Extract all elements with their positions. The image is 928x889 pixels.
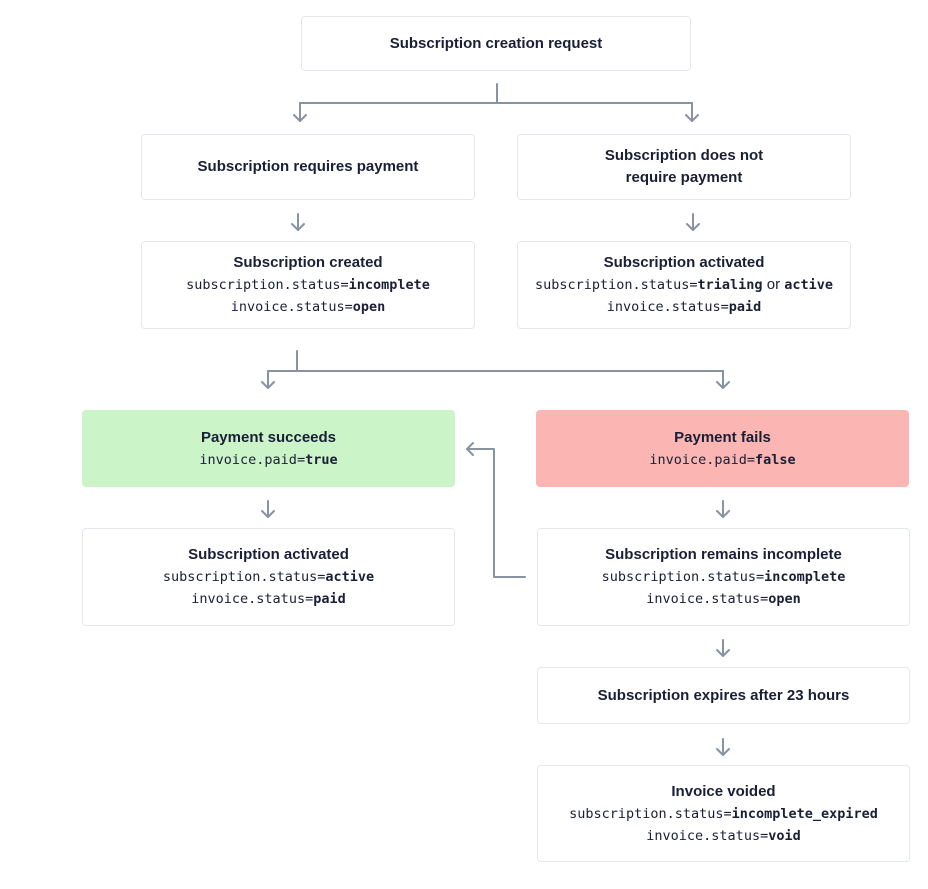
status-value: open bbox=[352, 299, 386, 315]
status-value: incomplete bbox=[348, 277, 430, 293]
node-invoice-voided: Invoice voided subscription.status=incom… bbox=[537, 765, 910, 862]
node-subscription-creation-request: Subscription creation request bbox=[301, 16, 691, 71]
invoice-paid-line: invoice.paid=true bbox=[199, 449, 337, 471]
invoice-status-line: invoice.status=open bbox=[646, 588, 800, 610]
status-key: invoice.status= bbox=[230, 299, 353, 315]
node-subscription-requires-payment: Subscription requires payment bbox=[141, 134, 475, 200]
node-subscription-no-payment: Subscription does not require payment bbox=[517, 134, 851, 200]
node-payment-fails: Payment fails invoice.paid=false bbox=[536, 410, 909, 487]
status-key: invoice.status= bbox=[606, 299, 729, 315]
invoice-status-line: invoice.status=void bbox=[646, 825, 800, 847]
node-title: Payment fails bbox=[674, 428, 771, 446]
node-title: Subscription does not require payment bbox=[604, 147, 764, 186]
node-subscription-created: Subscription created subscription.status… bbox=[141, 241, 475, 329]
arrow-succeeds-to-activated bbox=[261, 500, 275, 518]
status-key: invoice.status= bbox=[646, 827, 769, 844]
arrow-fails-to-incomplete bbox=[716, 500, 730, 518]
status-key: subscription.status= bbox=[186, 277, 349, 293]
status-key: invoice.paid= bbox=[199, 451, 306, 468]
node-title: Subscription expires after 23 hours bbox=[597, 686, 850, 704]
invoice-status-line: invoice.status=open bbox=[231, 296, 385, 318]
invoice-status-line: invoice.status=paid bbox=[607, 296, 761, 318]
connector-retry-loop bbox=[466, 448, 526, 578]
status-value: active bbox=[325, 569, 375, 585]
subscription-status-line: subscription.status=active bbox=[163, 566, 374, 588]
node-title: Subscription created bbox=[233, 254, 383, 271]
node-title: Subscription activated bbox=[188, 546, 349, 563]
connector-to-succeeds bbox=[261, 370, 275, 389]
arrow-nopay-to-activated bbox=[686, 213, 700, 231]
status-value: incomplete_expired bbox=[731, 805, 878, 822]
node-title: Subscription activated bbox=[603, 254, 765, 271]
subscription-status-line: subscription.status=incomplete bbox=[186, 274, 430, 296]
invoice-paid-line: invoice.paid=false bbox=[649, 449, 795, 471]
arrow-incomplete-to-expires bbox=[716, 639, 730, 657]
arrowhead-no-payment bbox=[685, 114, 699, 122]
status-value: paid bbox=[313, 591, 346, 607]
status-key: invoice.paid= bbox=[649, 451, 756, 468]
subscription-status-line: subscription.status=incomplete_expired bbox=[569, 803, 878, 825]
status-value: void bbox=[768, 827, 801, 844]
node-subscription-activated-paid: Subscription activated subscription.stat… bbox=[82, 528, 455, 626]
arrowhead-retry-loop bbox=[466, 442, 474, 456]
subscription-status-line: subscription.status=trialing or active bbox=[535, 274, 833, 296]
status-key: subscription.status= bbox=[601, 569, 765, 585]
node-title: Subscription requires payment bbox=[197, 158, 419, 175]
node-title: Payment succeeds bbox=[200, 428, 337, 446]
status-value-alt: active bbox=[784, 277, 834, 293]
status-key: invoice.status= bbox=[191, 591, 314, 607]
status-key: subscription.status= bbox=[569, 805, 732, 822]
node-subscription-remains-incomplete: Subscription remains incomplete subscrip… bbox=[537, 528, 910, 626]
arrow-expires-to-voided bbox=[716, 738, 730, 756]
status-value: paid bbox=[728, 299, 762, 315]
status-joiner: or bbox=[762, 276, 785, 293]
node-title: Subscription creation request bbox=[389, 34, 603, 52]
status-value: incomplete bbox=[764, 569, 846, 585]
status-value: open bbox=[768, 591, 801, 607]
invoice-status-line: invoice.status=paid bbox=[191, 588, 345, 610]
node-subscription-activated-trial: Subscription activated subscription.stat… bbox=[517, 241, 851, 329]
node-payment-succeeds: Payment succeeds invoice.paid=true bbox=[82, 410, 455, 487]
node-title: Invoice voided bbox=[671, 782, 776, 800]
node-title: Subscription remains incomplete bbox=[605, 546, 842, 563]
status-value: trialing bbox=[697, 277, 763, 293]
subscription-status-line: subscription.status=incomplete bbox=[602, 566, 846, 588]
status-value: false bbox=[755, 451, 796, 468]
arrowhead-requires-payment bbox=[293, 114, 307, 122]
status-key: subscription.status= bbox=[162, 569, 326, 585]
status-key: subscription.status= bbox=[534, 277, 698, 293]
node-subscription-expires: Subscription expires after 23 hours bbox=[537, 667, 910, 724]
connector-to-fails bbox=[716, 370, 730, 389]
status-value: true bbox=[305, 451, 338, 468]
arrow-requires-to-created bbox=[291, 213, 305, 231]
status-key: invoice.status= bbox=[646, 591, 769, 607]
